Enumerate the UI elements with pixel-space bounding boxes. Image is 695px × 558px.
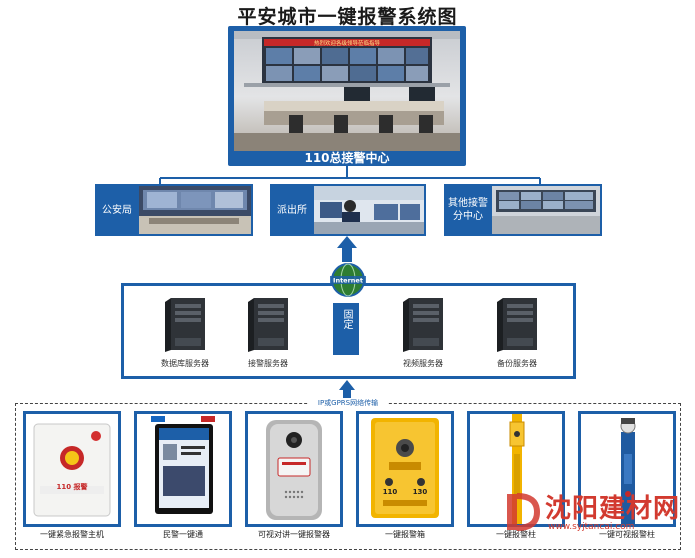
center-banner: 热烈欢迎各级领导莅临指导 <box>314 39 381 47</box>
station-other-substation: 其他接警分中心 <box>444 184 602 236</box>
alarm-pillar-device <box>509 414 525 524</box>
server-label: 接警服务器 <box>248 359 288 368</box>
alarm-box-num-right: 130 <box>412 488 428 496</box>
station-police-bureau: 公安局 <box>95 184 253 236</box>
terminal-alarm-host: 110 报警 <box>23 411 121 527</box>
center-label: 110总接警中心 <box>304 151 390 165</box>
station-label: 派出所 <box>277 204 307 216</box>
watermark-text: 沈阳建材网 <box>545 494 681 524</box>
video-alarm-pillar-device <box>620 418 636 524</box>
terminal-label: 一键紧急报警主机 <box>40 530 104 539</box>
terminal-label: 一键可视报警柱 <box>599 530 655 539</box>
police-bureau-photo <box>139 186 251 234</box>
terminal-label: 一键报警箱 <box>385 530 425 539</box>
internet-globe-icon: Internet <box>330 263 366 297</box>
alarm-box-num-left: 110 <box>382 488 398 496</box>
police-onetouch-device <box>151 416 215 514</box>
terminal-video-intercom <box>245 411 343 527</box>
server-backup: 备份服务器 <box>482 296 552 369</box>
station-label: 其他接警分中心 <box>448 198 488 222</box>
alarm-host-device <box>33 423 111 517</box>
police-substation-photo <box>314 186 424 234</box>
arrow-up-station <box>337 236 357 262</box>
watermark-logo-icon <box>507 493 541 531</box>
control-room-photo: 热烈欢迎各级领导莅临指导 <box>234 31 460 151</box>
server-dispatch: 接警服务器 <box>233 296 303 369</box>
terminal-police-onetouch <box>134 411 232 527</box>
terminal-label: 民警一键通 <box>163 530 203 539</box>
terminal-label: 可视对讲一键报警器 <box>258 530 330 539</box>
terminal-alarm-box: 110 130 <box>356 411 454 527</box>
station-label: 公安局 <box>102 204 132 216</box>
server-video: 视频服务器 <box>388 296 458 369</box>
arrow-up-network <box>339 380 355 398</box>
server-label: 备份服务器 <box>497 359 537 368</box>
video-intercom-device <box>266 420 322 520</box>
server-label: 视频服务器 <box>403 359 443 368</box>
alarm-box-device <box>371 418 439 518</box>
terminal-video-alarm-pillar <box>578 411 676 527</box>
server-icon <box>403 298 443 352</box>
fixed-label: 固定 <box>341 309 352 329</box>
network-link-label: IP或GPRS网络传输 <box>308 398 388 409</box>
station-police-substation: 派出所 <box>270 184 426 236</box>
server-icon <box>165 298 205 352</box>
terminal-label: 一键报警柱 <box>496 530 536 539</box>
server-icon <box>248 298 288 352</box>
diagram-title: 平安城市一键报警系统图 <box>237 6 458 28</box>
server-database: 数据库服务器 <box>150 296 220 369</box>
svg-text:Internet: Internet <box>333 277 363 285</box>
alarm-host-badge: 110 报警 <box>56 483 88 491</box>
server-icon <box>497 298 537 352</box>
fixed-network-tab: 固定 <box>333 303 359 355</box>
watermark-url: www.syjtancai.com <box>548 522 635 532</box>
server-label: 数据库服务器 <box>161 359 209 368</box>
other-substation-photo <box>492 186 600 234</box>
